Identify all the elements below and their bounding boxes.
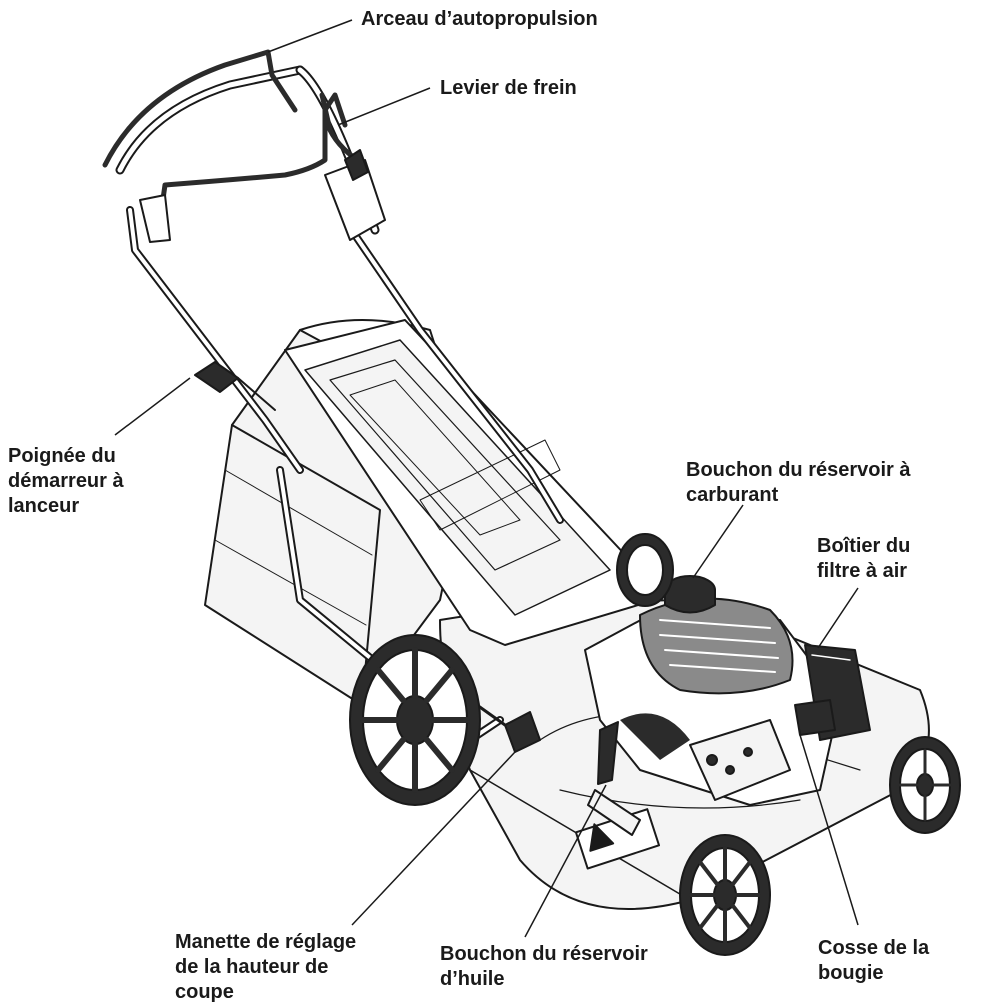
leader-self-propel-bail [267, 19, 353, 53]
leader-fuel-cap [692, 504, 744, 579]
label-self-propel-bail-text: Arceau d’autopropulsion [361, 8, 598, 30]
label-height-adjust-line-1: Manette de réglage [175, 931, 357, 953]
engine [584, 575, 871, 836]
label-air-filter-line-2: filtre à air [817, 560, 908, 582]
starter-handle [194, 361, 276, 411]
label-starter-handle-line-2: démarreur à [8, 470, 124, 492]
leader-starter-handle [114, 377, 191, 436]
bag-frame [284, 319, 656, 646]
label-spark-plug-line-2: bougie [818, 962, 884, 984]
label-spark-plug: Cosse de la bougie [818, 936, 929, 986]
leader-lines [114, 19, 859, 938]
rear-right-wheel [616, 533, 674, 607]
label-air-filter: Boîtier du filtre à air [817, 534, 910, 584]
front-right-wheel [889, 736, 961, 834]
leader-height-adjust [351, 751, 516, 926]
label-self-propel-bail: Arceau d’autopropulsion [361, 7, 598, 32]
label-fuel-cap-line-1: Bouchon du réservoir à [686, 459, 911, 481]
label-starter-handle-line-3: lanceur [8, 495, 80, 517]
label-oil-cap-line-1: Bouchon du réservoir [440, 943, 648, 965]
label-height-adjust-line-3: coupe [175, 981, 234, 1003]
leader-oil-cap [524, 784, 607, 938]
label-brake-lever: Levier de frein [440, 76, 577, 101]
leader-air-filter [817, 587, 859, 649]
rear-left-wheel [349, 634, 481, 806]
label-starter-handle-line-1: Poignée du [8, 445, 116, 467]
label-oil-cap: Bouchon du réservoir d’huile [440, 942, 648, 992]
leader-spark-plug [799, 734, 859, 926]
label-oil-cap-line-2: d’huile [440, 968, 505, 990]
label-spark-plug-line-1: Cosse de la [818, 937, 930, 959]
label-starter-handle: Poignée du démarreur à lanceur [8, 444, 124, 519]
label-height-adjust-line-2: de la hauteur de [175, 956, 329, 978]
front-left-wheel [679, 834, 771, 956]
label-air-filter-line-1: Boîtier du [817, 535, 911, 557]
label-fuel-cap: Bouchon du réservoir à carburant [686, 458, 911, 508]
label-brake-lever-text: Levier de frein [440, 77, 577, 99]
label-fuel-cap-line-2: carburant [686, 484, 779, 506]
label-height-adjust: Manette de réglage de la hauteur de coup… [175, 930, 356, 1005]
leader-brake-lever [337, 87, 431, 126]
